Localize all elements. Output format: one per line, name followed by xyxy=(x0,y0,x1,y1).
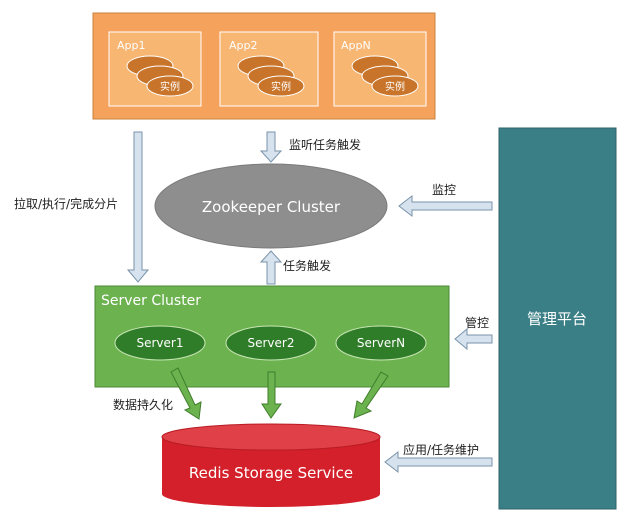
edge-label-persist: 数据持久化 xyxy=(113,397,173,412)
edge-label-watch-trigger: 监听任务触发 xyxy=(289,137,361,152)
instance-ellipse xyxy=(146,75,194,97)
edge-label-app-maintain: 应用/任务维护 xyxy=(403,442,479,457)
arrow-persist-n xyxy=(353,371,389,419)
edge-label-manage: 管控 xyxy=(465,315,489,330)
instance-label: 实例 xyxy=(385,80,405,93)
arrow-manage xyxy=(454,327,493,351)
instance-ellipse xyxy=(257,75,305,97)
arrow-monitor xyxy=(398,194,493,218)
redis-label: Redis Storage Service xyxy=(189,464,353,482)
app-label: App2 xyxy=(229,39,258,52)
arrow-persist-1 xyxy=(170,367,202,420)
zookeeper-cluster xyxy=(154,163,388,249)
app-box-n: AppN 实例 xyxy=(333,31,427,107)
app-label: AppN xyxy=(341,39,371,52)
zookeeper-label: Zookeeper Cluster xyxy=(202,198,341,216)
arrow-app-maintain xyxy=(384,450,493,474)
arrow-watch-trigger xyxy=(259,131,283,163)
instance-label: 实例 xyxy=(271,80,291,93)
arrow-task-trigger xyxy=(259,250,283,285)
redis-storage xyxy=(161,423,381,507)
app-box-2: App2 实例 xyxy=(219,31,319,107)
app-label: App1 xyxy=(117,39,146,52)
admin-label: 管理平台 xyxy=(527,310,587,328)
edge-label-monitor: 监控 xyxy=(432,183,456,197)
server-label: Server2 xyxy=(248,336,295,350)
server-node-2 xyxy=(225,325,317,361)
app-box-1: App1 实例 xyxy=(108,31,202,107)
instance-ellipse xyxy=(371,75,419,97)
edge-label-pull-exec: 拉取/执行/完成分片 xyxy=(14,196,118,211)
server-label: ServerN xyxy=(357,336,405,350)
admin-platform xyxy=(498,127,617,510)
arrow-persist-2 xyxy=(261,371,282,419)
server-node-n xyxy=(335,325,427,361)
server-label: Server1 xyxy=(137,336,184,350)
server-node-1 xyxy=(114,325,206,361)
edge-label-task-trigger: 任务触发 xyxy=(283,258,331,273)
instance-label: 实例 xyxy=(160,80,180,93)
server-cluster-title: Server Cluster xyxy=(101,293,201,309)
arrow-pull-exec xyxy=(126,131,150,283)
